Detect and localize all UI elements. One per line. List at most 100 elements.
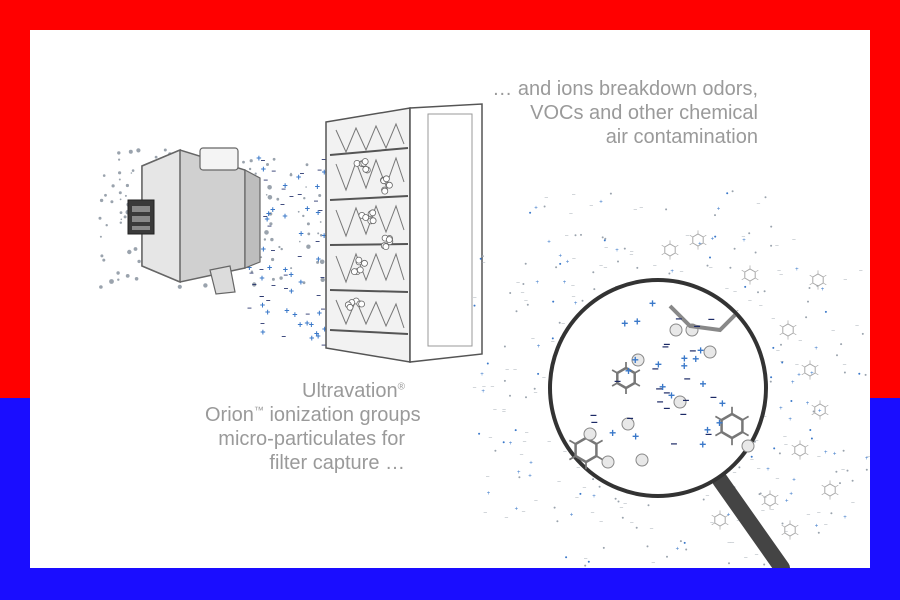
svg-text:–: – [284,271,289,280]
svg-text:+: + [283,180,288,190]
svg-text:+: + [792,477,796,483]
svg-text:–: – [841,467,845,473]
svg-text:+: + [256,153,261,163]
svg-text:–: – [523,439,527,445]
svg-text:+: + [716,416,723,430]
svg-text:+: + [322,231,327,241]
svg-text:–: – [591,510,595,516]
svg-text:–: – [640,206,644,212]
svg-text:–: – [807,513,811,519]
svg-text:–: – [531,336,535,342]
svg-text:+: + [632,353,639,367]
svg-text:–: – [524,298,528,304]
svg-text:–: – [489,435,493,441]
svg-text:+: + [843,515,847,521]
svg-text:–: – [569,212,573,218]
svg-text:–: – [321,341,326,350]
svg-text:+: + [480,372,484,378]
svg-text:–: – [271,246,276,255]
svg-text:–: – [289,192,294,201]
svg-text:+: + [815,523,819,529]
svg-text:+: + [574,301,578,307]
svg-text:+: + [788,417,792,423]
caption-product: Orion [205,404,254,426]
svg-text:–: – [799,338,803,344]
svg-text:–: – [664,400,671,414]
svg-text:+: + [315,182,320,192]
svg-text:–: – [316,291,321,300]
svg-text:+: + [795,267,799,273]
svg-text:–: – [832,328,836,334]
svg-text:+: + [681,359,688,373]
svg-text:–: – [843,362,847,368]
svg-text:+: + [309,319,314,329]
svg-text:–: – [284,284,289,293]
svg-text:–: – [484,511,488,517]
svg-text:–: – [563,449,567,455]
svg-text:+: + [814,346,818,352]
svg-text:+: + [536,280,540,286]
svg-text:–: – [522,509,526,515]
svg-text:+: + [537,344,541,350]
svg-text:–: – [534,391,538,397]
svg-text:–: – [706,493,710,499]
svg-text:–: – [710,389,717,403]
svg-text:–: – [502,410,506,416]
svg-text:–: – [731,540,735,546]
svg-text:–: – [652,560,656,566]
svg-text:–: – [604,265,608,271]
svg-text:–: – [557,480,561,486]
svg-text:+: + [570,512,574,518]
svg-text:–: – [282,332,287,341]
svg-text:–: – [572,257,576,263]
svg-text:–: – [486,474,490,480]
svg-text:–: – [473,295,477,301]
svg-text:–: – [708,311,715,325]
svg-text:–: – [261,156,266,165]
svg-text:–: – [748,298,752,304]
svg-text:+: + [806,401,810,407]
caption-top-line-2: VOCs and other chemical [530,102,758,124]
svg-text:–: – [271,281,276,290]
diagram-panel: +–++–––+–+–+++–––––++––+–––––++++–+–+––+… [30,30,870,568]
svg-text:–: – [482,260,486,266]
svg-text:–: – [317,166,322,175]
caption-orion-ionization: Ultravation® Orion™ ionization groups mi… [205,379,421,475]
svg-text:–: – [542,375,546,381]
diagram-illustration: +–++–––+–+–+++–––––++––+–––––++++–+–+––+… [98,103,870,568]
svg-text:–: – [545,196,549,202]
svg-text:+: + [634,315,641,329]
svg-text:–: – [272,166,277,175]
svg-text:–: – [777,268,781,274]
svg-text:+: + [305,204,310,214]
svg-text:+: + [529,460,533,466]
svg-text:–: – [516,280,520,286]
svg-text:–: – [686,233,690,239]
svg-text:+: + [289,270,294,280]
svg-text:+: + [298,277,303,287]
svg-text:–: – [267,222,272,231]
svg-text:–: – [620,506,624,512]
svg-text:–: – [737,518,741,524]
svg-text:–: – [683,393,690,407]
svg-text:–: – [260,292,265,301]
caption-top-line-3: air contamination [605,126,758,148]
svg-text:–: – [505,515,509,521]
svg-text:+: + [534,205,538,211]
svg-text:+: + [609,426,616,440]
particle-clusters [344,158,394,311]
svg-text:–: – [733,289,737,295]
svg-text:+: + [711,237,715,243]
svg-text:–: – [709,266,713,272]
svg-text:–: – [634,208,638,214]
svg-text:–: – [742,234,746,240]
svg-text:–: – [780,272,784,278]
registered-mark: ® [397,381,405,393]
svg-text:+: + [566,260,570,266]
caption-bottom-line-1: ionization groups [269,404,421,426]
svg-text:–: – [733,470,737,476]
svg-text:+: + [261,244,266,254]
svg-text:+: + [766,467,770,473]
svg-text:–: – [315,237,320,246]
svg-text:–: – [694,319,701,333]
